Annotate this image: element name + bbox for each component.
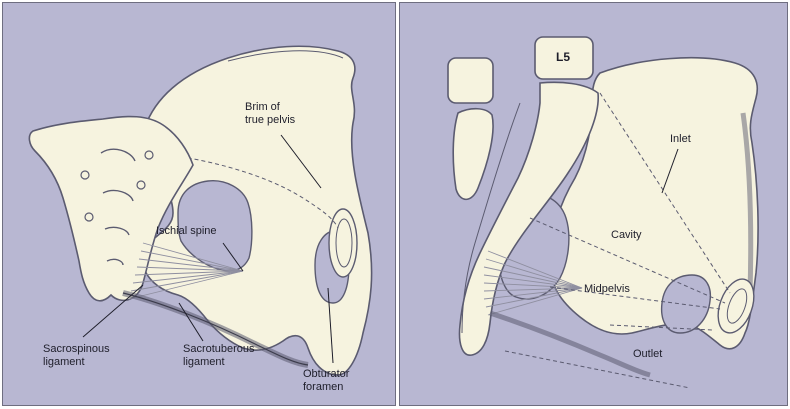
label-outlet: Outlet xyxy=(633,348,662,361)
vertebra-left-upper xyxy=(448,58,493,103)
label-inlet: Inlet xyxy=(670,133,691,146)
label-obturator-foramen: Obturator foramen xyxy=(303,368,349,394)
label-l5: L5 xyxy=(556,51,570,64)
label-brim-of-true-pelvis: Brim of true pelvis xyxy=(245,101,295,127)
label-sacrospinous-ligament: Sacrospinous ligament xyxy=(43,343,110,369)
label-midpelvis: Midpelvis xyxy=(584,283,630,296)
lateral-view-panel: Brim of true pelvis Ischial spine Sacros… xyxy=(2,2,396,406)
label-cavity: Cavity xyxy=(611,229,642,242)
label-ischial-spine: Ischial spine xyxy=(156,225,217,238)
label-sacrotuberous-ligament: Sacrotuberous ligament xyxy=(183,343,255,369)
midsagittal-pelvis-drawing xyxy=(400,3,788,406)
midsagittal-view-panel: L5 Inlet Cavity Midpelvis Outlet xyxy=(399,2,788,406)
